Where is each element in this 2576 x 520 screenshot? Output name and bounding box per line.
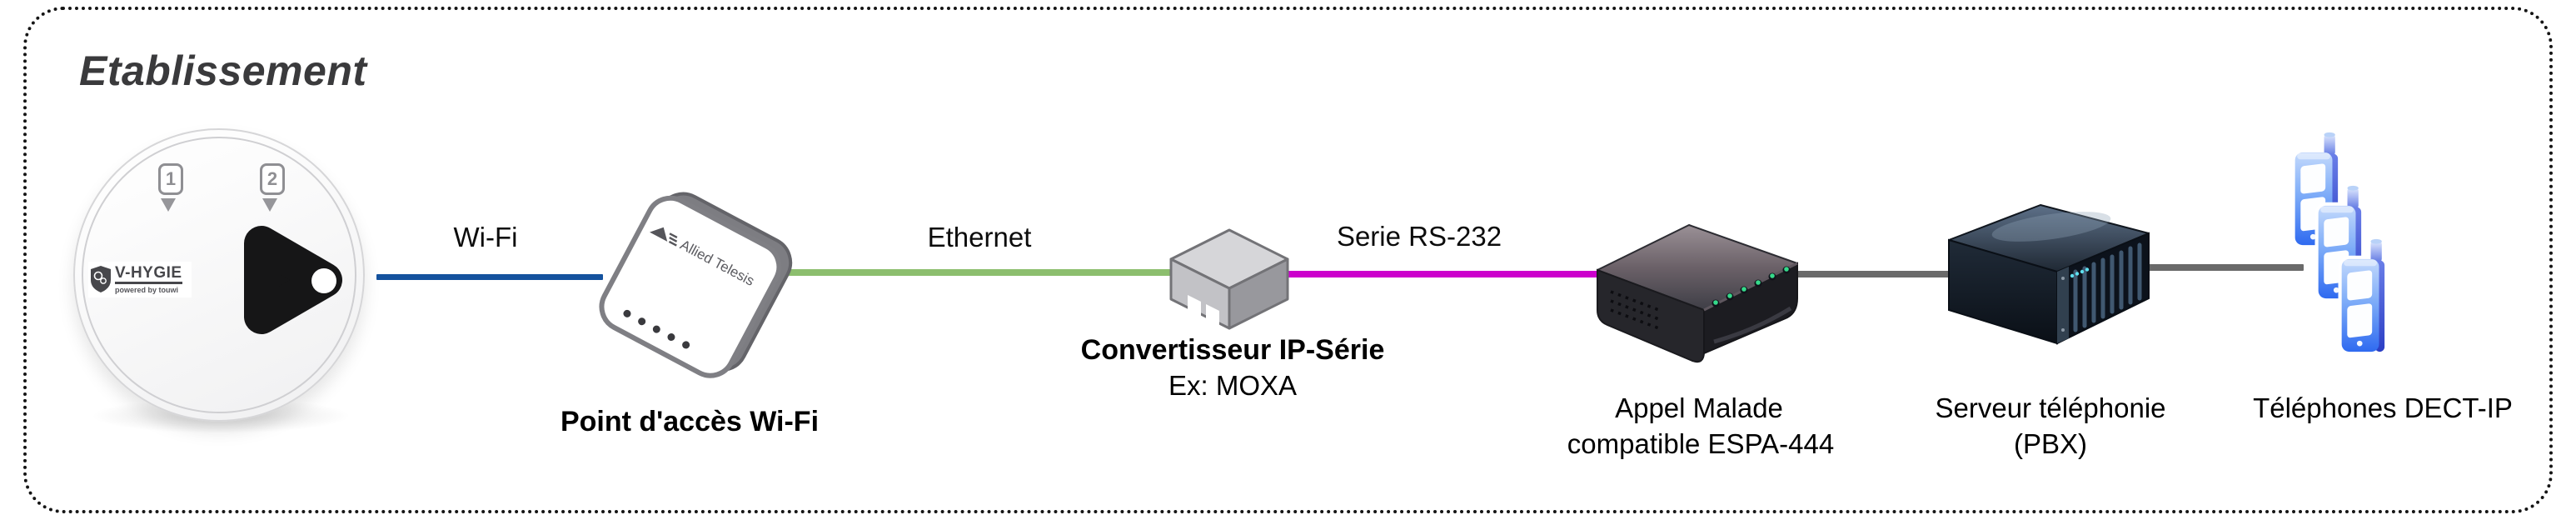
call-button-tag-2: 2: [260, 163, 285, 195]
switch-led-dots: [1712, 266, 1791, 308]
tag-arrow-down-icon: [262, 198, 277, 212]
pbx-server-icon: [1948, 204, 2150, 345]
device-label-nursecall-line2: compatible ESPA-444: [1567, 428, 1835, 459]
play-triangle-icon: [244, 226, 342, 334]
tag-arrow-down-icon: [161, 198, 176, 212]
phone-icon: [2342, 239, 2384, 352]
patient-call-button-icon: 1 2 V-HYGIE powered by touwi: [73, 128, 365, 422]
dect-phones-icon: [2289, 130, 2465, 380]
shield-icon: [91, 266, 111, 292]
link-label-wifi: Wi-Fi: [453, 222, 518, 252]
vhygie-brand-text: V-HYGIE: [115, 265, 182, 284]
pbx-link-line: [1797, 271, 1956, 278]
diagram-title: Etablissement: [79, 48, 367, 94]
device-label-converter: Convertisseur IP-Série: [1080, 334, 1385, 366]
ethernet-line: [783, 269, 1176, 276]
device-label-phones: Téléphones DECT-IP: [2253, 392, 2513, 423]
server-led-dots: [2070, 268, 2090, 278]
drive-bay-slots: [2073, 242, 2142, 332]
vhygie-sub-text: powered by touwi: [115, 285, 179, 294]
serial-rs232-line: [1288, 271, 1602, 278]
device-sublabel-converter: Ex: MOXA: [1168, 370, 1298, 401]
ap-led-dots: [623, 309, 690, 349]
phones-link-line: [2145, 264, 2304, 271]
vhygie-logo: V-HYGIE powered by touwi: [88, 262, 192, 298]
device-label-nursecall-line1: Appel Malade: [1615, 392, 1783, 423]
device-label-access-point: Point d'accès Wi-Fi: [560, 406, 820, 438]
nurse-call-unit-icon: [1597, 224, 1798, 363]
wifi-line: [376, 274, 603, 280]
wifi-access-point-icon: Allied Telesis: [599, 192, 793, 378]
device-label-pbx-line1: Serveur téléphonie: [1935, 392, 2166, 423]
link-label-serial-rs232: Serie RS-232: [1336, 221, 1502, 252]
link-label-ethernet: Ethernet: [927, 222, 1032, 252]
vent-dots: [1610, 290, 1660, 330]
ip-serial-converter-icon: [1169, 228, 1289, 330]
call-button-tag-1: 1: [158, 163, 183, 195]
device-label-pbx-line2: (PBX): [2013, 428, 2088, 459]
